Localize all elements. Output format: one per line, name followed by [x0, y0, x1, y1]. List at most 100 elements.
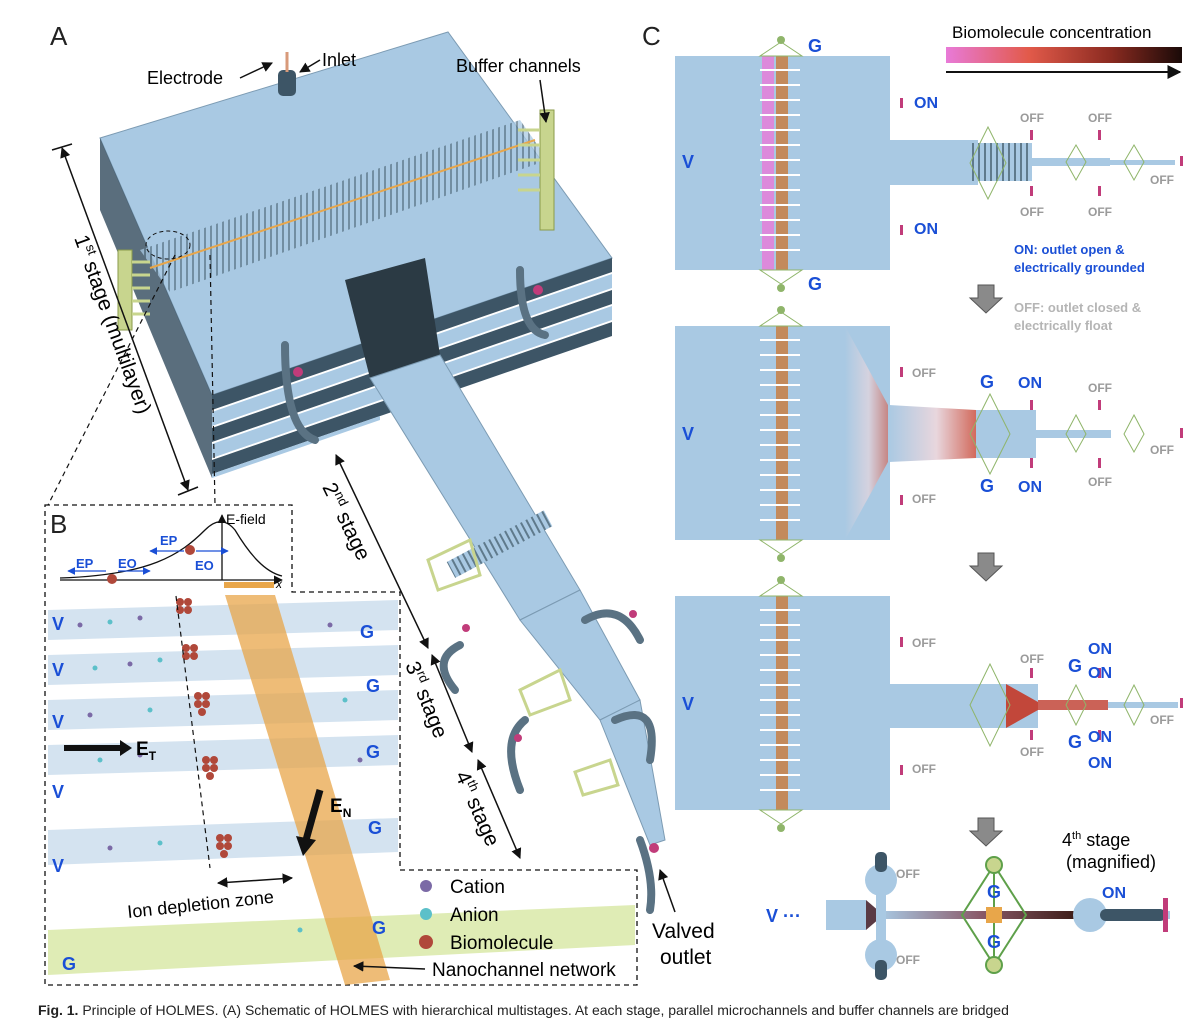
c4-off-top: OFF	[896, 867, 920, 881]
c2-off-bottom: OFF	[912, 492, 936, 506]
c2-on-bottom: ON	[1018, 479, 1042, 496]
panel-b-letter: B	[50, 509, 67, 539]
panel-c-letter: C	[642, 21, 661, 51]
legend-biomolecule: Biomolecule	[450, 933, 554, 954]
label-stage4: 4th stage	[450, 767, 505, 850]
label-x-axis: x	[275, 577, 283, 591]
c2-g-bottom: G	[980, 476, 994, 496]
inlet-arrow	[299, 59, 321, 73]
c1-on-top: ON	[914, 95, 938, 112]
slot-cutout	[345, 258, 440, 378]
inlet-electrode	[278, 52, 296, 96]
c3-off-top: OFF	[912, 636, 936, 650]
label-concentration: Biomolecule concentration	[952, 23, 1151, 42]
c4-on: ON	[1102, 885, 1126, 902]
c4-v: V ···	[766, 906, 801, 926]
concentration-bar	[946, 47, 1182, 63]
c3-off-bottom: OFF	[912, 762, 936, 776]
c2-off-1: OFF	[1088, 381, 1112, 395]
label-ep-left: EP	[76, 556, 94, 571]
label-valved: Valved	[652, 920, 715, 943]
stage2-dimension	[335, 454, 429, 649]
c-bridges	[758, 41, 1145, 825]
nanochannel-line	[149, 139, 536, 269]
panel-a: A	[47, 21, 715, 969]
panel-b: B E-field EP EO EP EO x	[44, 504, 638, 986]
c2-off-2: OFF	[1088, 475, 1112, 489]
label-et: ET	[136, 739, 157, 763]
c-fourth-stage	[826, 852, 1170, 980]
label-en: EN	[330, 796, 351, 820]
c-nodes	[777, 36, 785, 832]
stage2-microchannels	[446, 510, 553, 578]
efield-plot	[59, 514, 283, 588]
stage-bridges	[426, 537, 620, 797]
c3-g-bottom: G	[1068, 732, 1082, 752]
en-arrow	[302, 789, 324, 841]
callout-ellipse	[145, 230, 191, 260]
b-v-4: V	[52, 782, 64, 802]
callout-line-left	[47, 254, 176, 506]
c3-on-3: ON	[1088, 729, 1112, 746]
label-fourth-stage: 4th stage	[1062, 830, 1130, 850]
b-g-3: G	[366, 742, 380, 762]
stage1-dimension	[60, 147, 190, 491]
depletion-boundary	[175, 595, 211, 869]
label-buffer-channels: Buffer channels	[456, 56, 581, 76]
c3-on-4: ON	[1088, 755, 1112, 772]
valved-outlet-arrow	[658, 869, 676, 913]
nanochannel-band	[225, 595, 390, 985]
panel-b-channels	[48, 595, 635, 985]
legend-off-1: OFF: outlet closed &	[1014, 300, 1141, 315]
c3-on-1: ON	[1088, 641, 1112, 658]
c-row-3	[675, 596, 1178, 810]
panel-a-letter: A	[50, 21, 68, 51]
c1-off-1: OFF	[1020, 111, 1044, 125]
c1-v: V	[682, 152, 694, 172]
c4-g-bottom: G	[987, 932, 1001, 952]
label-outlet: outlet	[660, 946, 712, 969]
c2-g-top: G	[980, 372, 994, 392]
stage4-channel	[599, 699, 666, 846]
c2-on-top: ON	[1018, 375, 1042, 392]
b-v-1: V	[52, 614, 64, 634]
c1-g-top: G	[808, 36, 822, 56]
valve-marks	[293, 285, 659, 853]
label-inlet: Inlet	[322, 50, 356, 70]
c-outlets	[900, 98, 1183, 775]
c2-off-top: OFF	[912, 366, 936, 380]
c-microchannel-ticks	[760, 69, 800, 791]
buffer-channel-right	[539, 109, 555, 231]
b-g-2: G	[366, 676, 380, 696]
panel-c: C Biomolecule concentration	[642, 21, 1183, 980]
biomolecule-clusters	[176, 598, 232, 858]
nanochannel-arrow	[352, 961, 426, 972]
b-v-2: V	[52, 660, 64, 680]
label-electrode: Electrode	[147, 68, 223, 88]
electrode-arrow	[239, 62, 273, 79]
c3-off-1: OFF	[1020, 652, 1044, 666]
c3-v: V	[682, 694, 694, 714]
label-nanochannel: Nanochannel network	[432, 960, 616, 981]
label-magnified: (magnified)	[1066, 852, 1156, 872]
legend-on-2: electrically grounded	[1014, 260, 1145, 275]
c4-off-bottom: OFF	[896, 953, 920, 967]
b-g-1: G	[360, 622, 374, 642]
c3-off-2: OFF	[1020, 745, 1044, 759]
c3-g-top: G	[1068, 656, 1082, 676]
microchannel-array	[140, 120, 548, 292]
c1-g-bottom: G	[808, 274, 822, 294]
c1-off-3: OFF	[1020, 205, 1044, 219]
panel-b-legend	[419, 880, 433, 949]
legend-off-2: electrically float	[1014, 318, 1113, 333]
label-eo-left: EO	[118, 556, 137, 571]
figure-caption: Fig. 1. Principle of HOLMES. (A) Schemat…	[38, 1002, 1198, 1021]
label-eo-right: EO	[195, 558, 214, 573]
b-v-3: V	[52, 712, 64, 732]
ions	[77, 615, 363, 933]
c1-off-4: OFF	[1088, 205, 1112, 219]
stage4-dimension	[476, 759, 522, 859]
stage3-dimension	[430, 654, 474, 753]
legend-on-1: ON: outlet open &	[1014, 242, 1125, 257]
b-g-bottom: G	[62, 954, 76, 974]
